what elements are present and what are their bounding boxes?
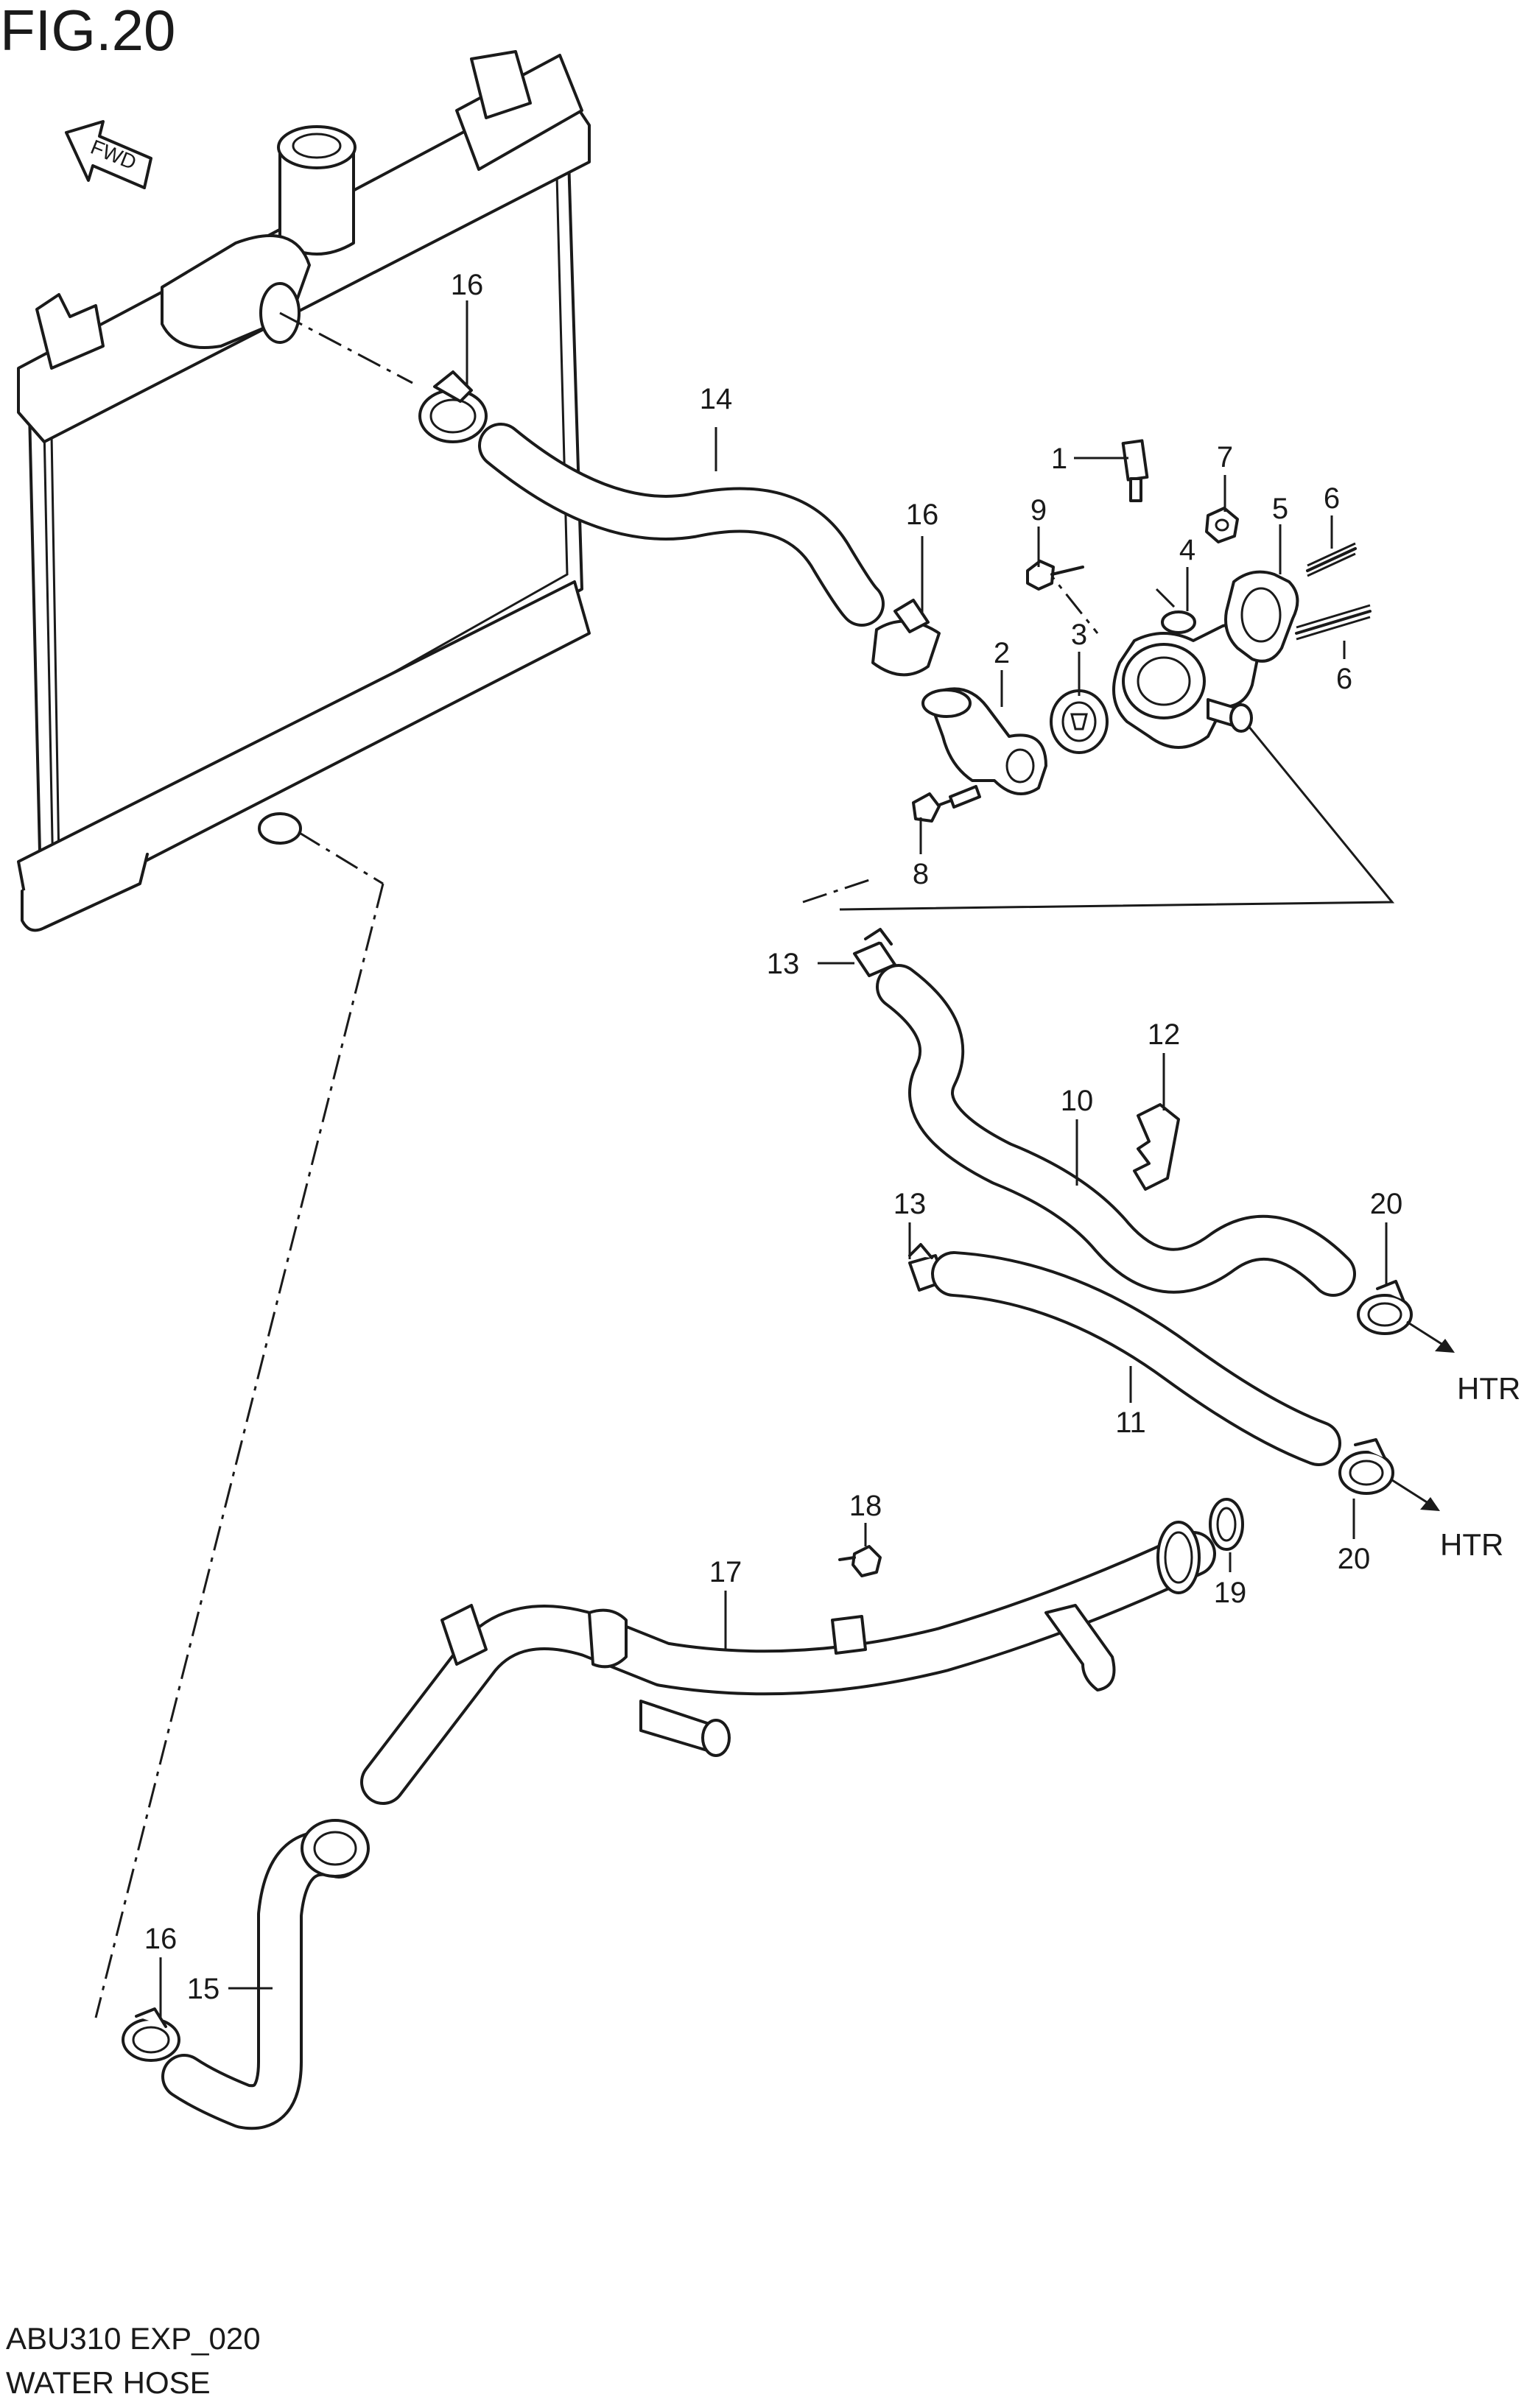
figure-code: ABU310 EXP_020: [6, 2321, 261, 2356]
leader-lines: [94, 311, 1395, 2018]
clamp-16-right: [871, 599, 941, 677]
htr-arrow-lower: [1391, 1479, 1440, 1511]
hose-14-upper: [478, 423, 885, 627]
callout-8: 8: [913, 858, 929, 890]
callout-6-lower: 6: [1336, 663, 1352, 695]
hose-15: [161, 1830, 362, 2130]
callout-16-right: 16: [906, 499, 939, 531]
callout-11: 11: [1115, 1407, 1146, 1439]
htr-arrow-upper: [1406, 1320, 1455, 1353]
callout-13-lower: 13: [893, 1188, 927, 1220]
callout-3: 3: [1071, 619, 1087, 651]
fwd-arrow-icon: FWD: [65, 120, 152, 189]
callout-9: 9: [1030, 494, 1047, 527]
stud-6-lower: [1295, 604, 1372, 641]
callout-12: 12: [1148, 1018, 1181, 1051]
clamp-20-lower: [1338, 1438, 1394, 1495]
clip-12: [1133, 1103, 1180, 1191]
clamp-16-upper: [418, 370, 488, 443]
radiator: [17, 50, 591, 932]
htr-label-lower: HTR: [1440, 1527, 1503, 1562]
bolt-9: [1026, 560, 1084, 591]
callout-10: 10: [1061, 1085, 1094, 1117]
bolt-8: [912, 785, 981, 823]
callout-20-lower: 20: [1338, 1543, 1371, 1575]
htr-label-upper: HTR: [1457, 1371, 1520, 1406]
callout-7: 7: [1217, 441, 1233, 473]
hose-11: [931, 1251, 1341, 1466]
callout-1: 1: [1051, 443, 1067, 475]
stud-6-upper: [1306, 542, 1357, 577]
callout-14: 14: [700, 383, 733, 415]
gasket-5: [1224, 570, 1299, 663]
clamp-20-upper: [1357, 1280, 1413, 1335]
callout-2: 2: [994, 637, 1010, 669]
clamp-hose-15-top: [301, 1819, 370, 1878]
callout-4: 4: [1179, 534, 1195, 566]
pipe-17: [360, 1521, 1216, 1805]
callout-18: 18: [849, 1490, 882, 1522]
thermostat-case-4: [1112, 610, 1261, 749]
callout-20-upper: 20: [1370, 1188, 1403, 1220]
figure-name: WATER HOSE: [6, 2365, 211, 2400]
part-2-cover: [921, 687, 1047, 795]
callout-15: 15: [187, 1973, 220, 2005]
callout-6-upper: 6: [1324, 482, 1340, 515]
callout-16-upper: 16: [451, 269, 484, 301]
callout-leaders: [159, 300, 1388, 2018]
thermostat-3: [1050, 689, 1109, 754]
callouts: 16 14 16 1 9 7 5 6 4 3 2 6 8 13 12 10 13…: [144, 269, 1403, 2005]
hose-10: [876, 964, 1356, 1297]
callout-19: 19: [1214, 1577, 1247, 1609]
nut-7: [1205, 507, 1239, 543]
bolt-18: [838, 1545, 882, 1577]
callout-17: 17: [709, 1556, 742, 1588]
figure-title: FIG.20: [0, 0, 175, 63]
callout-5: 5: [1272, 493, 1288, 525]
callout-13-upper: 13: [767, 948, 800, 980]
o-ring-19: [1209, 1498, 1244, 1551]
callout-16-lower: 16: [144, 1923, 178, 1955]
sensor-1: [1121, 439, 1149, 502]
clamp-16-lower: [122, 2007, 180, 2062]
